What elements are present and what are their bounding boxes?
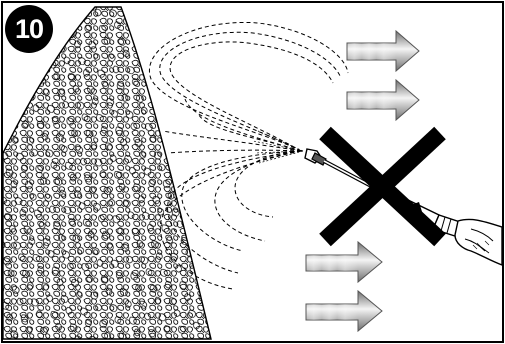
step-number-label: 10 xyxy=(15,14,43,45)
gloved-hand-icon xyxy=(455,219,502,265)
illustration xyxy=(3,3,502,341)
prohibited-x-icon xyxy=(325,133,440,240)
step-number-badge: 10 xyxy=(5,5,53,53)
tree-foliage-icon xyxy=(3,3,223,341)
